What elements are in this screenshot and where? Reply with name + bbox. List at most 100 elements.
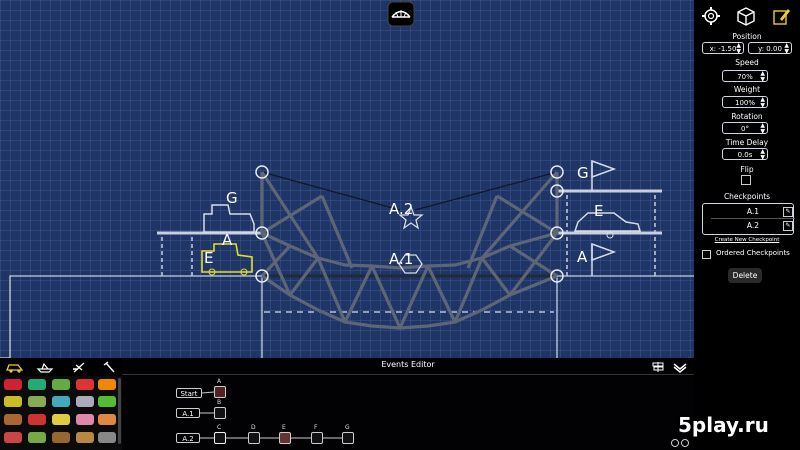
checkpoint-item[interactable]: A.2 ✎	[711, 220, 795, 232]
checkpoints-label: Checkpoints	[723, 192, 771, 201]
label-g-right: G	[577, 164, 589, 182]
ordered-checkpoints-checkbox[interactable]	[702, 250, 711, 259]
wrench-icon[interactable]	[103, 361, 115, 373]
weight-field[interactable]: 100% ▲▼	[722, 96, 768, 109]
delete-button[interactable]: Delete	[728, 268, 762, 283]
watermark-text: 5play.ru	[678, 413, 769, 437]
vehicle-thumb[interactable]	[98, 396, 116, 407]
event-slot[interactable]	[248, 432, 260, 444]
label-a-left: A	[222, 231, 233, 249]
label-a1: A.1	[389, 250, 413, 268]
events-editor: Events Editor Start A.1 A.2 A B C D E F …	[122, 358, 694, 450]
event-slot[interactable]	[214, 386, 226, 398]
vehicle-thumb[interactable]	[4, 396, 22, 407]
checkpoint-item[interactable]: A.1✎	[711, 206, 795, 219]
event-connectors	[200, 391, 342, 439]
edit-icon[interactable]: ✎	[783, 207, 793, 217]
vehicle-thumb[interactable]	[4, 379, 22, 390]
event-slot[interactable]	[311, 432, 323, 444]
stepper-icon[interactable]: ▲▼	[736, 42, 741, 55]
rotation-value: 0°	[741, 125, 749, 133]
car-icon[interactable]	[6, 364, 24, 373]
position-y-field[interactable]: y: 0.00▲▼	[748, 42, 792, 55]
column-d: D	[251, 424, 256, 431]
plane-icon[interactable]	[73, 362, 85, 373]
bridge-mode-icon[interactable]	[387, 1, 415, 27]
vehicle-thumb[interactable]	[52, 396, 70, 407]
properties-panel: Position x: -1.50▲▼ y: 0.00▲▼ Speed 70%▲…	[694, 0, 800, 450]
rotation-field[interactable]: 0° ▲▼	[722, 122, 768, 135]
events-editor-title: Events Editor	[381, 360, 435, 369]
bridge-scene: G A E A.2 A.1 G E A	[0, 1, 694, 358]
edit-icon[interactable]: ✎	[783, 221, 793, 231]
vehicle-thumb[interactable]	[28, 396, 46, 407]
vehicle-thumb[interactable]	[76, 432, 94, 443]
chevron-down-icon[interactable]	[673, 363, 687, 373]
position-x-value: x: -1.50	[709, 45, 737, 53]
stepper-icon[interactable]: ▲▼	[760, 96, 765, 109]
rotation-label: Rotation	[731, 112, 763, 121]
column-c: C	[217, 424, 222, 431]
event-slot[interactable]	[214, 432, 226, 444]
weight-label: Weight	[733, 85, 761, 94]
vehicle-thumb[interactable]	[4, 414, 22, 425]
flip-checkbox[interactable]	[741, 175, 751, 185]
zoom-in-icon[interactable]	[671, 439, 679, 447]
weight-value: 100%	[734, 99, 755, 107]
edit-icon[interactable]	[770, 6, 792, 26]
vehicle-thumb[interactable]	[28, 414, 46, 425]
vehicle-thumb[interactable]	[98, 432, 116, 443]
vehicle-thumb[interactable]	[98, 379, 116, 390]
flip-label: Flip	[740, 165, 754, 174]
label-g-left: G	[226, 189, 238, 207]
zoom-out-icon[interactable]	[681, 439, 689, 447]
settings-icon[interactable]	[700, 6, 722, 26]
palette-scrollbar[interactable]	[118, 378, 121, 444]
column-b: B	[217, 399, 222, 406]
checkpoints-list: A.1✎ A.2 ✎	[702, 203, 795, 235]
speed-field[interactable]: 70% ▲▼	[722, 70, 768, 83]
vehicle-tabs	[0, 358, 122, 376]
event-slot[interactable]	[279, 432, 291, 444]
vehicle-thumb[interactable]	[76, 379, 94, 390]
vehicle-thumb[interactable]	[28, 432, 46, 443]
event-row-label[interactable]: A.1	[176, 408, 200, 418]
label-a-right: A	[577, 248, 588, 266]
vehicle-thumb[interactable]	[76, 396, 94, 407]
vehicle-thumb[interactable]	[4, 432, 22, 443]
create-checkpoint-link[interactable]: Create New Checkpoint	[714, 237, 780, 243]
event-start-node[interactable]: Start	[176, 388, 202, 398]
vehicle-thumb[interactable]	[76, 414, 94, 425]
event-slot[interactable]	[342, 432, 354, 444]
column-g: G	[345, 424, 350, 431]
vehicle-thumb[interactable]	[98, 414, 116, 425]
time-delay-label: Time Delay	[725, 138, 769, 147]
vehicle-thumb[interactable]	[52, 414, 70, 425]
vehicle-thumb[interactable]	[52, 432, 70, 443]
stepper-icon[interactable]: ▲▼	[784, 42, 789, 55]
event-row-label[interactable]: A.2	[176, 433, 200, 443]
vehicle-palette	[0, 376, 122, 450]
build-canvas[interactable]: G A E A.2 A.1 G E A	[0, 0, 694, 358]
event-slot[interactable]	[214, 407, 226, 419]
stepper-icon[interactable]: ▲▼	[760, 122, 765, 135]
vehicle-thumb[interactable]	[28, 379, 46, 390]
position-y-value: y: 0.00	[758, 45, 782, 53]
label-e-left: E	[204, 249, 213, 267]
vehicle-thumb[interactable]	[52, 379, 70, 390]
position-label: Position	[732, 32, 762, 41]
position-x-field[interactable]: x: -1.50▲▼	[702, 42, 744, 55]
checkpoint-label: A.2	[746, 221, 760, 230]
label-e-right: E	[594, 202, 603, 220]
cube-icon[interactable]	[735, 6, 757, 26]
column-f: F	[314, 424, 318, 431]
speed-value: 70%	[737, 73, 753, 81]
speed-label: Speed	[735, 58, 759, 67]
boat-icon[interactable]	[36, 362, 54, 373]
stepper-icon[interactable]: ▲▼	[760, 148, 765, 161]
stepper-icon[interactable]: ▲▼	[760, 70, 765, 83]
time-delay-field[interactable]: 0.0s▲▼	[722, 148, 768, 161]
signpost-icon[interactable]	[652, 362, 664, 372]
ordered-checkpoints-label: Ordered Checkpoints	[716, 249, 790, 257]
label-a2: A.2	[389, 200, 413, 218]
